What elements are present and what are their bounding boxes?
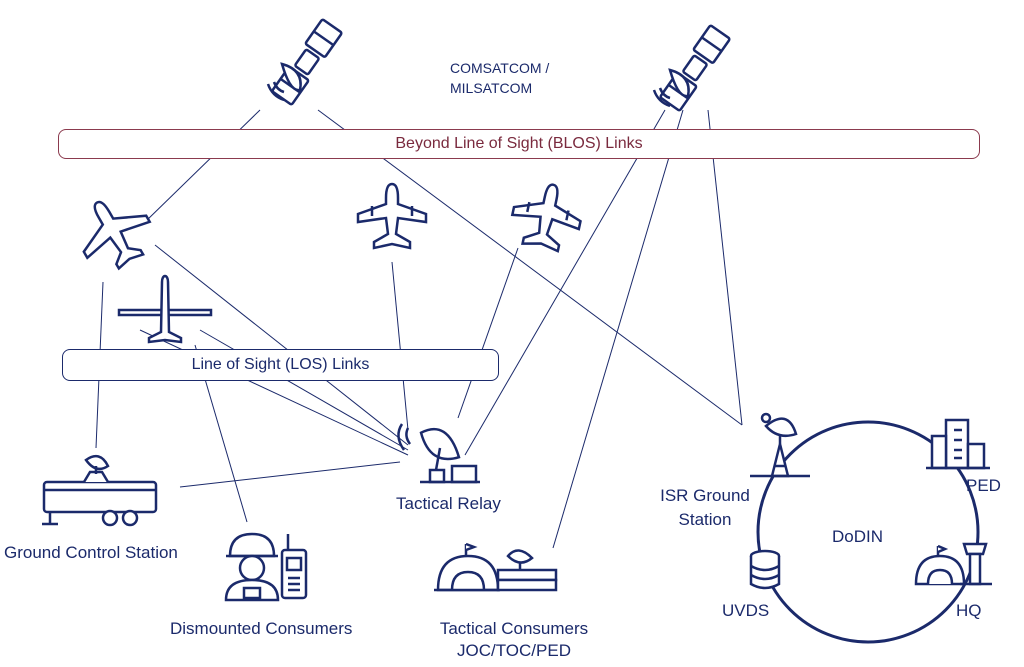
jet-aircraft-icon [356, 182, 428, 250]
jet-aircraft-icon [510, 183, 582, 253]
uvds-label: UVDS [722, 601, 770, 620]
isr-ground-label: ISR Ground [660, 486, 750, 505]
blos-label: Beyond Line of Sight (BLOS) Links [395, 135, 643, 152]
link-line [144, 109, 261, 223]
satellite-icon [659, 24, 731, 112]
link-line [707, 109, 743, 426]
jet-aircraft-icon [82, 200, 152, 271]
dodin-label: DoDIN [832, 527, 884, 546]
link-line [199, 329, 409, 451]
database-icon [749, 549, 781, 590]
los-label: Line of Sight (LOS) Links [191, 356, 370, 373]
radio-icon [280, 534, 308, 600]
tactical-relay-label: Tactical Relay [396, 494, 501, 513]
isr-station-label: Station [678, 510, 732, 529]
satellite-dish-icon [266, 62, 302, 102]
los-links-band: Line of Sight (LOS) Links [62, 349, 499, 381]
ground-control-label: Ground Control Station [4, 543, 178, 562]
link-line [179, 461, 401, 488]
ped-label: PED [966, 476, 1001, 495]
link-line [464, 109, 666, 456]
tactical-consumers-label: Tactical Consumers [439, 619, 589, 638]
trailer-icon [42, 454, 158, 527]
comsat-label: COMSATCOM / MILSATCOM [450, 60, 550, 96]
satellite-dish-icon [652, 68, 690, 108]
dismounted-label: Dismounted Consumers [170, 619, 353, 638]
blos-links-band: Beyond Line of Sight (BLOS) Links [58, 129, 980, 159]
link-line [154, 244, 409, 446]
dish-antenna-icon [397, 423, 480, 484]
link-line [552, 109, 684, 549]
tactical-consumers-sublabel: JOC/TOC/PED [457, 641, 571, 660]
dodin-ring [756, 420, 980, 644]
hq-label: HQ [956, 601, 982, 620]
dish-antenna-icon [750, 412, 810, 478]
uav-icon [117, 274, 213, 344]
building-icon [926, 418, 990, 470]
tent-icon [434, 542, 500, 592]
link-line [457, 247, 519, 419]
dish-antenna-icon [496, 549, 558, 592]
link-line [317, 109, 743, 426]
link-line [391, 261, 409, 431]
control-tower-icon [960, 542, 992, 586]
tent-icon [914, 544, 966, 586]
soldier-icon [224, 532, 280, 602]
